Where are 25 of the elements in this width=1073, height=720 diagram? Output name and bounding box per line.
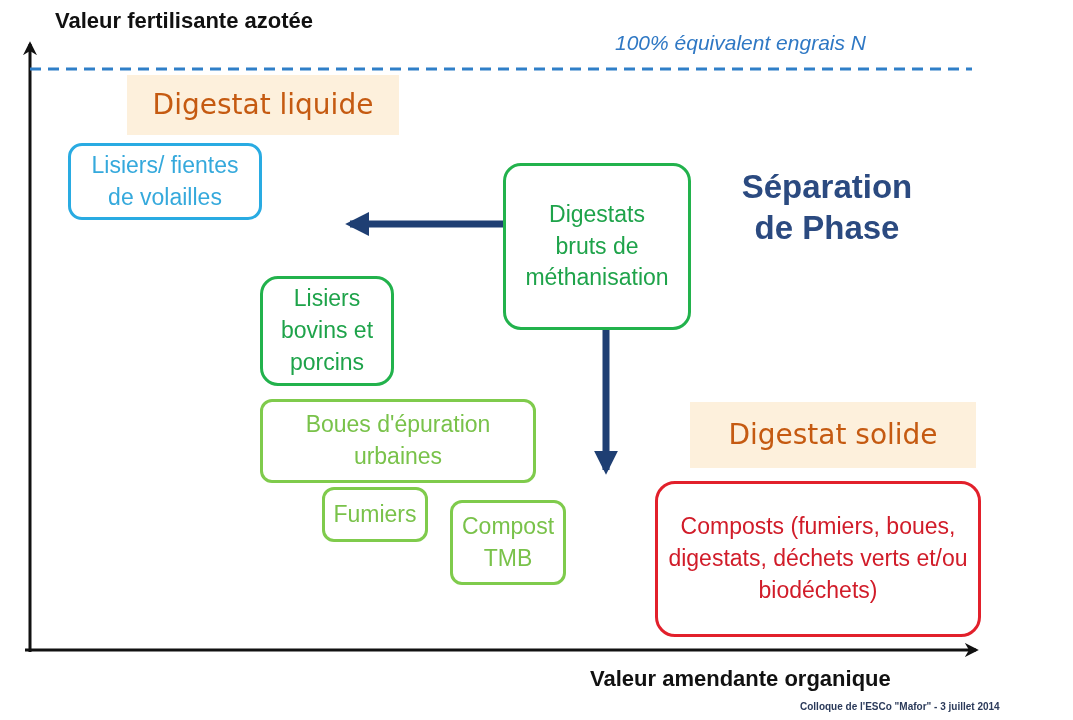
box-label: Digestats bruts de méthanisation	[525, 199, 669, 293]
category-label: Digestat solide	[728, 416, 938, 453]
rounded-box	[322, 487, 428, 542]
rounded-box	[68, 143, 262, 220]
box-label: Fumiers	[333, 499, 417, 529]
rounded-box	[260, 399, 536, 483]
box-label: Lisiers/ fientes de volailles	[90, 150, 240, 212]
rounded-box	[655, 481, 981, 637]
rounded-box	[503, 163, 691, 330]
box-label: Lisiers bovins et porcins	[279, 284, 375, 377]
caption: Colloque de l'ESCo "Mafor" - 3 juillet 2014	[800, 701, 1000, 712]
axis-title: Valeur amendante organique	[590, 666, 891, 692]
rounded-box	[450, 500, 566, 585]
box-label: Compost TMB	[462, 511, 555, 573]
arrow	[345, 212, 503, 236]
highlight-box	[690, 402, 976, 468]
axis-title: Valeur fertilisante azotée	[55, 8, 313, 34]
process-label: Séparation de Phase	[740, 167, 914, 249]
arrow	[594, 330, 618, 475]
category-label: Digestat liquide	[152, 86, 374, 123]
box-label: Composts (fumiers, boues, digestats, déchets verts et/ou biodéchets)	[668, 512, 968, 605]
reference-line-label: 100% équivalent engrais N	[615, 31, 866, 55]
highlight-box	[127, 75, 399, 135]
box-label: Boues d'épuration urbaines	[304, 410, 492, 471]
rounded-box	[260, 276, 394, 386]
